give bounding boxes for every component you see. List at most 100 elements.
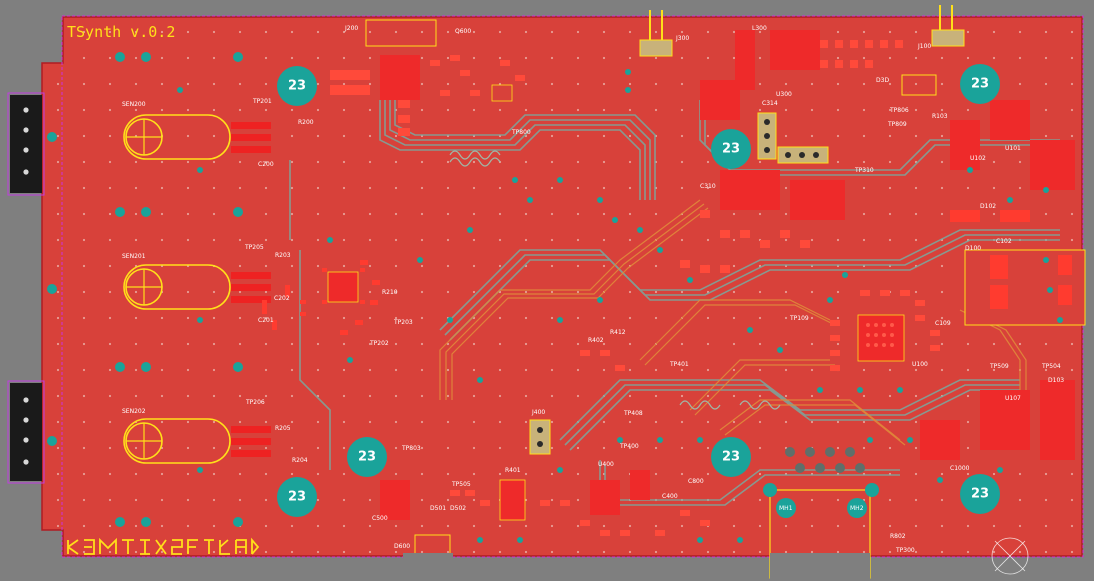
via bbox=[47, 132, 57, 142]
via bbox=[597, 297, 603, 303]
svg-text:D100: D100 bbox=[965, 245, 981, 252]
via bbox=[233, 517, 243, 527]
svg-text:MH2: MH2 bbox=[850, 505, 864, 512]
svg-text:23: 23 bbox=[722, 450, 740, 465]
via bbox=[467, 227, 473, 233]
svg-text:U101: U101 bbox=[1005, 145, 1021, 152]
via bbox=[197, 317, 203, 323]
svg-text:D501: D501 bbox=[430, 505, 446, 512]
via bbox=[327, 237, 333, 243]
svg-text:L300: L300 bbox=[752, 25, 767, 32]
mounting-holes[interactable]: 23 23 23 23 23 23 23 bbox=[277, 64, 1000, 517]
svg-text:R210: R210 bbox=[382, 289, 398, 296]
via bbox=[637, 227, 643, 233]
svg-text:D3D: D3D bbox=[876, 77, 889, 84]
usb-mounting-holes[interactable]: MH1 MH2 bbox=[763, 483, 879, 518]
via bbox=[612, 217, 618, 223]
via bbox=[867, 437, 873, 443]
board-title: TSynth v.0.2 bbox=[67, 23, 175, 41]
svg-text:TP803: TP803 bbox=[401, 445, 421, 452]
sensor-sen201-label: SEN201 bbox=[122, 253, 146, 260]
svg-text:U300: U300 bbox=[776, 91, 792, 98]
svg-text:23: 23 bbox=[288, 79, 306, 94]
via bbox=[557, 177, 563, 183]
svg-text:R802: R802 bbox=[890, 533, 906, 540]
edge-slots bbox=[403, 553, 870, 581]
via bbox=[617, 437, 623, 443]
svg-text:D502: D502 bbox=[450, 505, 466, 512]
sensor-sen200[interactable]: SEN200 bbox=[122, 101, 271, 160]
via bbox=[197, 467, 203, 473]
via bbox=[115, 517, 125, 527]
via bbox=[842, 272, 848, 278]
via bbox=[967, 167, 973, 173]
svg-text:C314: C314 bbox=[762, 100, 778, 107]
via bbox=[47, 436, 57, 446]
svg-text:TP401: TP401 bbox=[669, 361, 689, 368]
svg-text:D103: D103 bbox=[1048, 377, 1064, 384]
sensor-sen201[interactable]: SEN201 bbox=[122, 253, 271, 310]
svg-text:TP109: TP109 bbox=[789, 315, 809, 322]
svg-text:23: 23 bbox=[971, 77, 989, 92]
via bbox=[233, 207, 243, 217]
left-connector-bottom[interactable] bbox=[7, 380, 45, 484]
svg-text:C200: C200 bbox=[258, 161, 274, 168]
via bbox=[527, 197, 533, 203]
svg-text:R204: R204 bbox=[292, 457, 308, 464]
svg-text:23: 23 bbox=[288, 490, 306, 505]
svg-text:U400: U400 bbox=[598, 461, 614, 468]
svg-text:J100: J100 bbox=[917, 43, 931, 50]
via bbox=[141, 362, 151, 372]
svg-text:C500: C500 bbox=[372, 515, 388, 522]
left-connector-top[interactable] bbox=[7, 92, 45, 196]
svg-text:TP202: TP202 bbox=[369, 340, 389, 347]
svg-text:C202: C202 bbox=[274, 295, 290, 302]
svg-text:J300: J300 bbox=[675, 35, 689, 42]
via bbox=[1007, 197, 1013, 203]
svg-text:R200: R200 bbox=[298, 119, 314, 126]
via bbox=[657, 247, 663, 253]
via bbox=[1043, 187, 1049, 193]
svg-text:TP206: TP206 bbox=[245, 399, 265, 406]
via bbox=[512, 177, 518, 183]
svg-text:TP400: TP400 bbox=[619, 443, 639, 450]
via bbox=[997, 467, 1003, 473]
svg-text:U100: U100 bbox=[912, 361, 928, 368]
svg-text:J400: J400 bbox=[531, 409, 545, 416]
board-outline bbox=[41, 15, 1084, 558]
via bbox=[937, 477, 943, 483]
via bbox=[1047, 287, 1053, 293]
via bbox=[233, 362, 243, 372]
svg-text:R203: R203 bbox=[275, 252, 291, 259]
svg-text:U107: U107 bbox=[1005, 395, 1021, 402]
via bbox=[827, 297, 833, 303]
fiducial-marker[interactable] bbox=[991, 537, 1029, 575]
svg-text:TP800: TP800 bbox=[511, 129, 531, 136]
svg-text:TP203: TP203 bbox=[393, 319, 413, 326]
component-footprints[interactable] bbox=[262, 5, 1086, 579]
via bbox=[477, 377, 483, 383]
reference-designators: J200 Q600 J300 L300 J100 TP201 R200 C200… bbox=[244, 25, 1064, 554]
svg-text:C310: C310 bbox=[700, 183, 716, 190]
logo-glyphs bbox=[67, 537, 260, 555]
svg-text:Q600: Q600 bbox=[455, 28, 471, 35]
via bbox=[817, 387, 823, 393]
svg-text:23: 23 bbox=[722, 142, 740, 157]
via bbox=[657, 437, 663, 443]
svg-text:U102: U102 bbox=[970, 155, 986, 162]
via bbox=[115, 52, 125, 62]
vias bbox=[47, 52, 1063, 543]
via bbox=[517, 537, 523, 543]
via bbox=[197, 167, 203, 173]
svg-text:D600: D600 bbox=[394, 543, 410, 550]
sensor-sen202-label: SEN202 bbox=[122, 408, 146, 415]
sensor-sen202[interactable]: SEN202 bbox=[122, 408, 271, 464]
via bbox=[1057, 317, 1063, 323]
svg-text:TP806: TP806 bbox=[889, 107, 909, 114]
svg-text:C102: C102 bbox=[996, 238, 1012, 245]
via bbox=[697, 537, 703, 543]
via bbox=[907, 437, 913, 443]
svg-text:C201: C201 bbox=[258, 317, 274, 324]
via bbox=[417, 257, 423, 263]
